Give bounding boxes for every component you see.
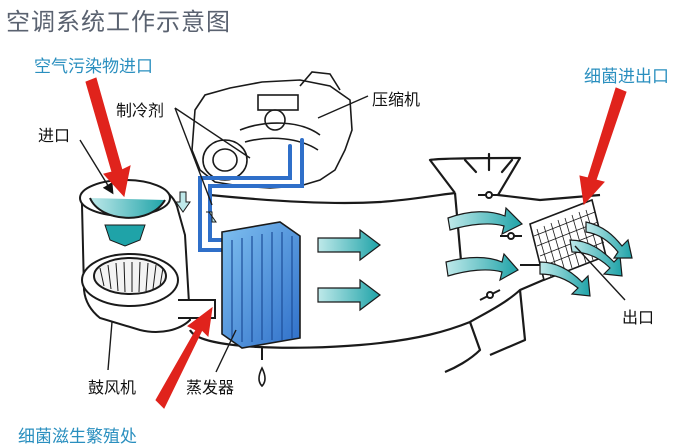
red-annotation-arrows	[85, 77, 627, 409]
cabin-filter-grid	[529, 198, 607, 282]
label-air-inlet-pollution: 空气污染物进口	[34, 57, 153, 77]
blower-housing	[80, 180, 216, 333]
dampers	[478, 191, 540, 301]
refrigerant-flow-arrows	[175, 191, 217, 223]
label-bacteria-in-out: 细菌进出口	[584, 67, 669, 87]
label-blower: 鼓风机	[88, 378, 137, 397]
leader-lines	[79, 95, 626, 373]
outlet-airflow-arrows	[539, 221, 633, 297]
label-outlet: 出口	[622, 308, 655, 327]
label-bacteria-breeding: 细菌滋生繁殖处	[18, 427, 137, 447]
label-evaporator: 蒸发器	[186, 378, 235, 397]
intake-funnel	[79, 179, 171, 247]
evaporator-unit	[221, 221, 301, 388]
label-inlet: 进口	[38, 126, 71, 145]
label-refrigerant: 制冷剂	[116, 101, 165, 120]
vent-air-marks	[463, 152, 514, 174]
airflow-arrows	[317, 206, 524, 312]
diagram-title: 空调系统工作示意图	[6, 8, 231, 36]
refrigerant-pipes	[198, 138, 304, 252]
label-compressor: 压缩机	[372, 90, 421, 109]
compressor-unit	[191, 71, 353, 189]
